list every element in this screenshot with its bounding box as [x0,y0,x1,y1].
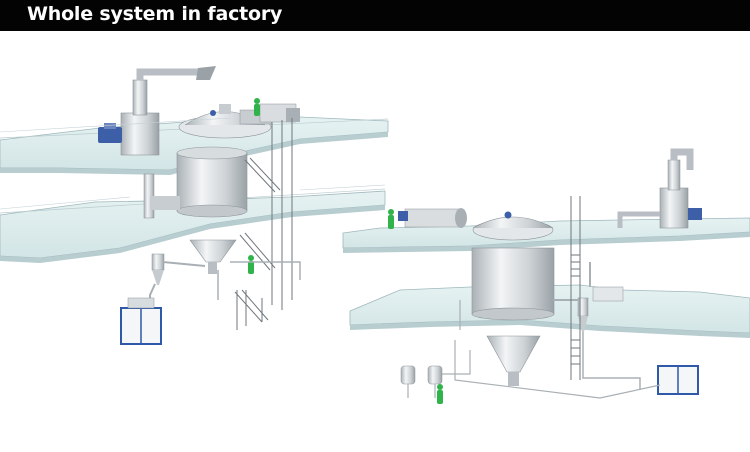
worker-figure-icon [248,255,254,274]
control-cabinet-icon [120,297,162,345]
left-system [0,66,389,345]
left-drying-tower [176,104,272,274]
feed-tank-icon [400,350,471,398]
right-system [342,148,750,404]
worker-figure-icon [254,98,260,116]
staircase-icon [234,118,293,330]
cyclone-separator-icon [553,262,641,390]
right-top-dryer [398,208,467,228]
right-drying-tower [471,211,555,386]
cyclone-separator-icon [149,253,301,310]
factory-illustration [0,31,750,447]
worker-figure-icon [388,209,394,229]
right-scrubber-column [617,148,702,229]
left-upper-platform [0,116,389,175]
staircase-icon [570,196,581,380]
left-scrubber-column [98,66,216,219]
left-top-equipment [239,103,300,125]
header-bar: Whole system in factory [0,0,750,31]
worker-figure-icon [437,384,443,404]
left-railings [0,117,386,210]
control-cabinet-icon [657,365,699,395]
right-pipes [454,300,661,399]
page-title: Whole system in factory [27,3,283,25]
